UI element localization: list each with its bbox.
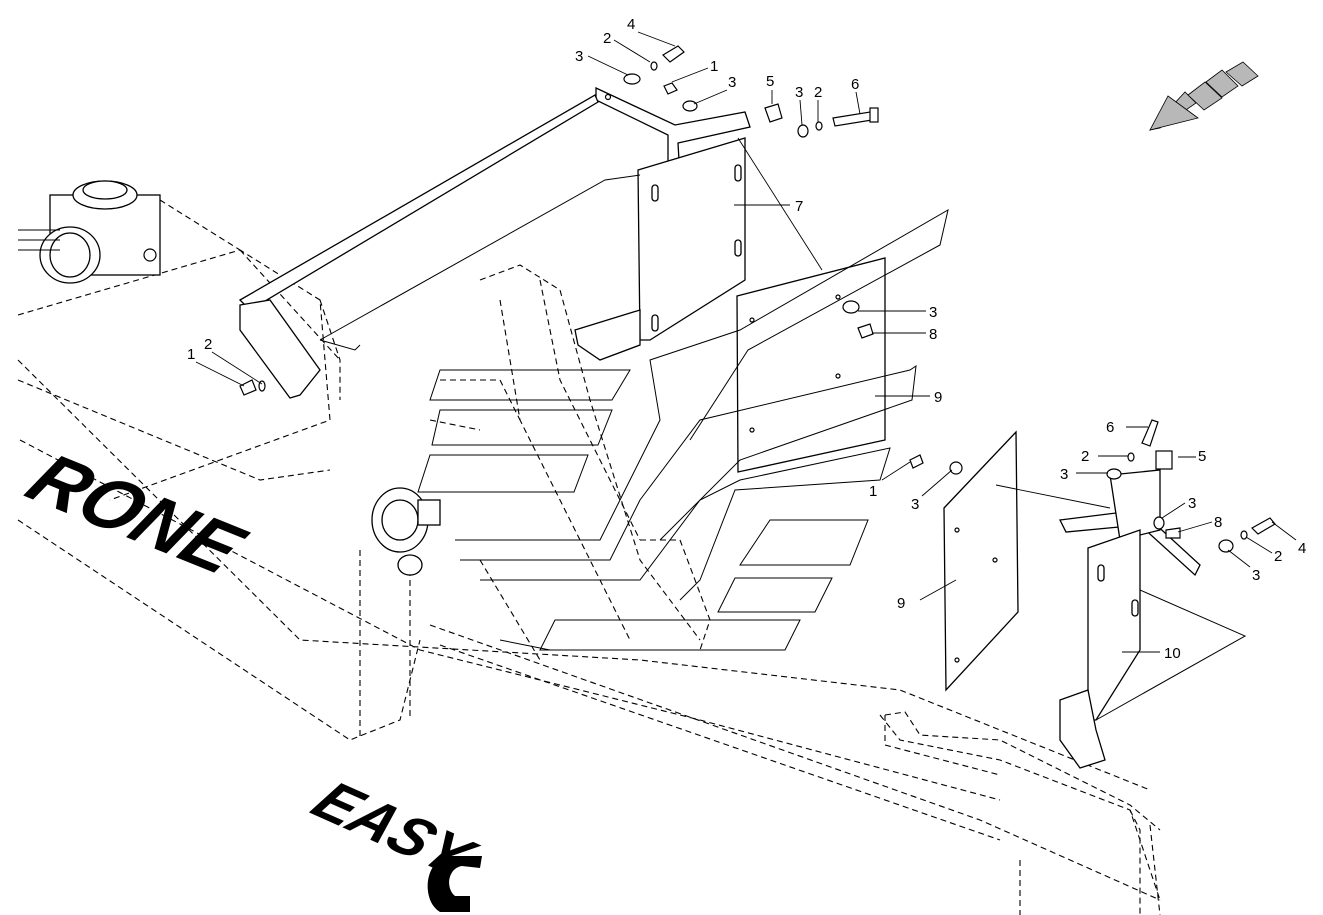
callout-right-4: 4 <box>1298 540 1306 557</box>
callout-right-2-low: 2 <box>1274 548 1282 565</box>
callout-right-6: 6 <box>1106 419 1114 436</box>
plate-10 <box>1059 529 1247 769</box>
callout-right-8: 8 <box>1214 514 1222 531</box>
left-hardware <box>239 299 321 399</box>
callout-top-3-mid: 3 <box>728 74 736 91</box>
brand-rone-text: RONE <box>13 438 261 589</box>
callout-top-1: 1 <box>710 58 718 75</box>
callout-top-3-right: 3 <box>795 84 803 101</box>
panel-hardware <box>842 300 874 339</box>
upper-bracket <box>238 86 751 311</box>
frame-beam <box>17 199 1161 915</box>
callout-lower-9: 9 <box>897 595 905 612</box>
callout-mid-8: 8 <box>929 326 937 343</box>
right-hardware <box>1153 516 1276 553</box>
callout-top-3-left: 3 <box>575 48 583 65</box>
gearbox <box>18 180 161 284</box>
callout-right-1: 1 <box>869 483 877 500</box>
hydraulic-motor <box>371 487 441 576</box>
shield-panel-9-upper <box>736 137 886 473</box>
brand-easy-text: EASY <box>300 770 489 888</box>
chevron-guards <box>417 208 949 651</box>
callout-lower-10: 10 <box>1164 645 1181 662</box>
callout-right-2: 2 <box>1081 448 1089 465</box>
callout-mid-3: 3 <box>929 304 937 321</box>
callout-right-3-top: 3 <box>1060 466 1068 483</box>
callout-right-3-mid: 3 <box>1188 495 1196 512</box>
right-bracket <box>1059 419 1201 577</box>
callout-top-4: 4 <box>627 16 635 33</box>
brand-rone-label: RONE <box>13 438 261 589</box>
direction-arrow-icon <box>1148 61 1259 131</box>
lower-beam-end <box>884 711 1161 831</box>
callout-top-6: 6 <box>851 76 859 93</box>
callout-right-5: 5 <box>1198 448 1206 465</box>
plate-7 <box>319 137 746 361</box>
callout-top-7: 7 <box>795 198 803 215</box>
callout-left-1: 1 <box>187 346 195 363</box>
shield-panel-9-lower <box>909 430 1111 692</box>
leader-lines <box>195 31 1297 653</box>
callout-top-5: 5 <box>766 73 774 90</box>
callout-right-3-low: 3 <box>1252 567 1260 584</box>
callout-right-3-left: 3 <box>911 496 919 513</box>
top-hardware <box>623 45 879 138</box>
callout-labels: 4 2 3 1 3 5 3 2 6 7 3 8 9 1 2 6 2 5 3 1 … <box>187 16 1306 662</box>
callout-left-2: 2 <box>204 336 212 353</box>
callout-top-2: 2 <box>603 30 611 47</box>
brand-easy-label: EASY <box>300 770 489 912</box>
callout-mid-9: 9 <box>934 389 942 406</box>
callout-top-2-right: 2 <box>814 84 822 101</box>
